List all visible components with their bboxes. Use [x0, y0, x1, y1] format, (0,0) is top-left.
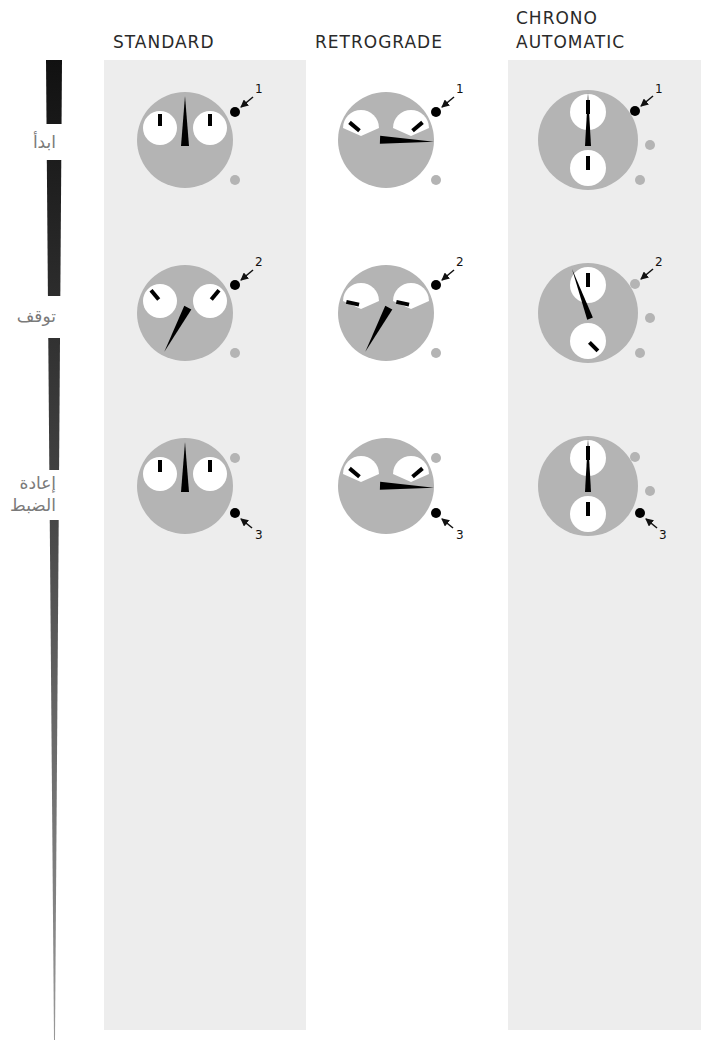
column-panel: CHRONO AUTOMATIC	[508, 0, 701, 1030]
step-label: إعادة الضبط	[5, 470, 57, 518]
callout-number: 3	[456, 528, 464, 542]
callout-number: 1	[655, 82, 663, 96]
callout-number: 3	[255, 528, 263, 542]
callout-number: 1	[456, 82, 464, 96]
callout-number: 2	[255, 255, 263, 269]
step-label: ابدأ	[32, 129, 57, 155]
column-heading: CHRONO AUTOMATIC	[516, 6, 656, 54]
callout-number: 2	[456, 255, 464, 269]
step-label: توقف	[16, 303, 57, 329]
column-heading: STANDARD	[113, 30, 303, 54]
callout-number: 1	[255, 82, 263, 96]
callout-number: 3	[659, 528, 667, 542]
callout-number: 2	[655, 255, 663, 269]
column-panel: STANDARD	[104, 0, 306, 1030]
column-heading: RETROGRADE	[315, 30, 505, 54]
column-panel: RETROGRADE	[306, 0, 508, 1030]
